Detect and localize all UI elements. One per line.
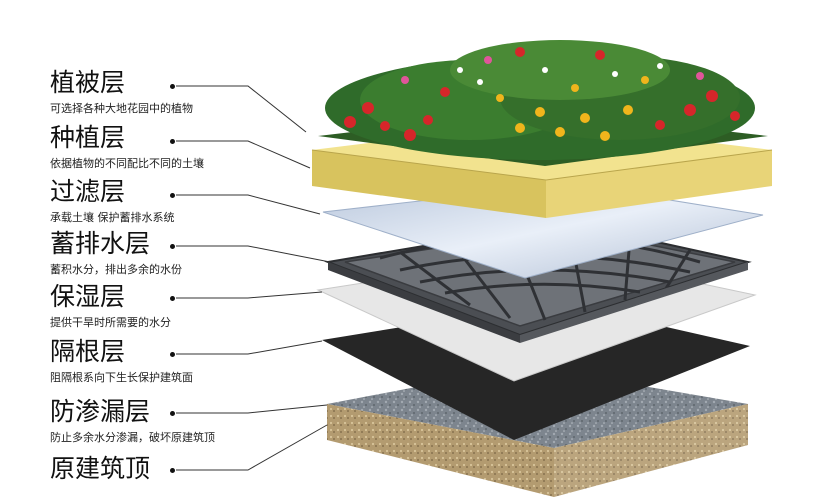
layer-description: 提供干旱时所需要的水分 bbox=[50, 316, 171, 329]
layer-title: 原建筑顶 bbox=[50, 454, 151, 483]
vegetation-bed bbox=[318, 40, 768, 166]
leader-dot bbox=[170, 352, 175, 357]
drainage-board bbox=[324, 220, 752, 343]
layer-title: 隔根层 bbox=[50, 337, 126, 366]
layer-description: 阻隔根系向下生长保护建筑面 bbox=[50, 371, 193, 384]
layer-label-roof: 原建筑顶 bbox=[50, 456, 150, 481]
layer-description: 蓄积水分，排出多余的水份 bbox=[50, 263, 182, 276]
layer-label-planting: 种植层 依据植物的不同配比不同的土壤 bbox=[50, 125, 204, 169]
layer-description: 承载土壤 保护蓄排水系统 bbox=[50, 211, 175, 224]
layer-label-waterproof: 防渗漏层 防止多余水分渗漏，破坏原建筑顶 bbox=[50, 399, 215, 443]
layer-title: 蓄排水层 bbox=[50, 229, 151, 258]
layer-label-vegetation: 植被层 可选择各种大地花园中的植物 bbox=[50, 70, 193, 114]
layer-description: 防止多余水分渗漏，破坏原建筑顶 bbox=[50, 431, 215, 444]
layer-title: 植被层 bbox=[50, 68, 126, 97]
leader-dot bbox=[170, 468, 175, 473]
layer-description: 依据植物的不同配比不同的土壤 bbox=[50, 157, 204, 170]
leader-dot bbox=[170, 193, 175, 198]
leader-dot bbox=[170, 411, 175, 416]
leader-dot bbox=[170, 139, 175, 144]
layer-label-root-barrier: 隔根层 阻隔根系向下生长保护建筑面 bbox=[50, 339, 193, 383]
layer-label-moisture: 保湿层 提供干旱时所需要的水分 bbox=[50, 284, 171, 328]
leader-dot bbox=[170, 244, 175, 249]
layer-title: 过滤层 bbox=[50, 177, 126, 206]
layer-title: 保湿层 bbox=[50, 282, 126, 311]
leader-dot bbox=[170, 84, 175, 89]
layer-description: 可选择各种大地花园中的植物 bbox=[50, 102, 193, 115]
layer-title: 防渗漏层 bbox=[50, 397, 151, 426]
layer-label-filter: 过滤层 承载土壤 保护蓄排水系统 bbox=[50, 179, 175, 223]
leader-lines bbox=[176, 85, 331, 471]
leader-dot bbox=[170, 296, 175, 301]
layer-label-drainage: 蓄排水层 蓄积水分，排出多余的水份 bbox=[50, 231, 182, 275]
layer-title: 种植层 bbox=[50, 123, 126, 152]
